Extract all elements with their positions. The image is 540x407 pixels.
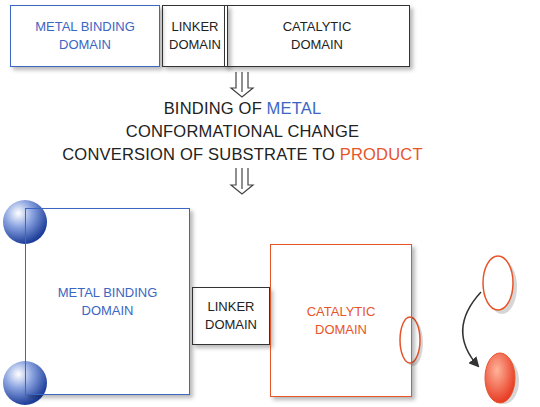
product bbox=[485, 353, 515, 403]
substrate bbox=[483, 256, 513, 310]
metal-binding-domain: METAL BINDING DOMAIN bbox=[25, 208, 190, 395]
catalytic-domain: CATALYTIC DOMAIN bbox=[270, 244, 412, 397]
down-arrow bbox=[231, 168, 253, 194]
domain-label: CATALYTIC DOMAIN bbox=[267, 18, 367, 53]
domain-label: METAL BINDING DOMAIN bbox=[25, 18, 145, 53]
domain-label: METAL BINDING DOMAIN bbox=[48, 284, 168, 319]
step-text: METAL bbox=[267, 99, 322, 118]
linker-domain: LINKER DOMAIN bbox=[162, 5, 228, 67]
domain-label: LINKER DOMAIN bbox=[168, 18, 222, 53]
domain-label: LINKER DOMAIN bbox=[198, 298, 264, 333]
step-text: CONFORMATIONAL CHANGE bbox=[126, 122, 359, 141]
step-text: PRODUCT bbox=[340, 145, 423, 164]
step-line: BINDING OF METAL bbox=[0, 99, 485, 118]
step-text: BINDING OF bbox=[164, 99, 262, 118]
step-line: CONFORMATIONAL CHANGE bbox=[0, 122, 485, 141]
conversion-arrow bbox=[463, 292, 481, 366]
domain-label: CATALYTIC DOMAIN bbox=[289, 303, 393, 338]
linker-domain: LINKER DOMAIN bbox=[192, 287, 270, 345]
down-arrow bbox=[231, 72, 253, 97]
step-text: CONVERSION OF SUBSTRATE TO bbox=[62, 145, 335, 164]
metal-binding-domain: METAL BINDING DOMAIN bbox=[10, 5, 160, 67]
catalytic-domain: CATALYTIC DOMAIN bbox=[224, 5, 410, 67]
active-site bbox=[400, 317, 420, 363]
step-line: CONVERSION OF SUBSTRATE TO PRODUCT bbox=[0, 145, 485, 164]
